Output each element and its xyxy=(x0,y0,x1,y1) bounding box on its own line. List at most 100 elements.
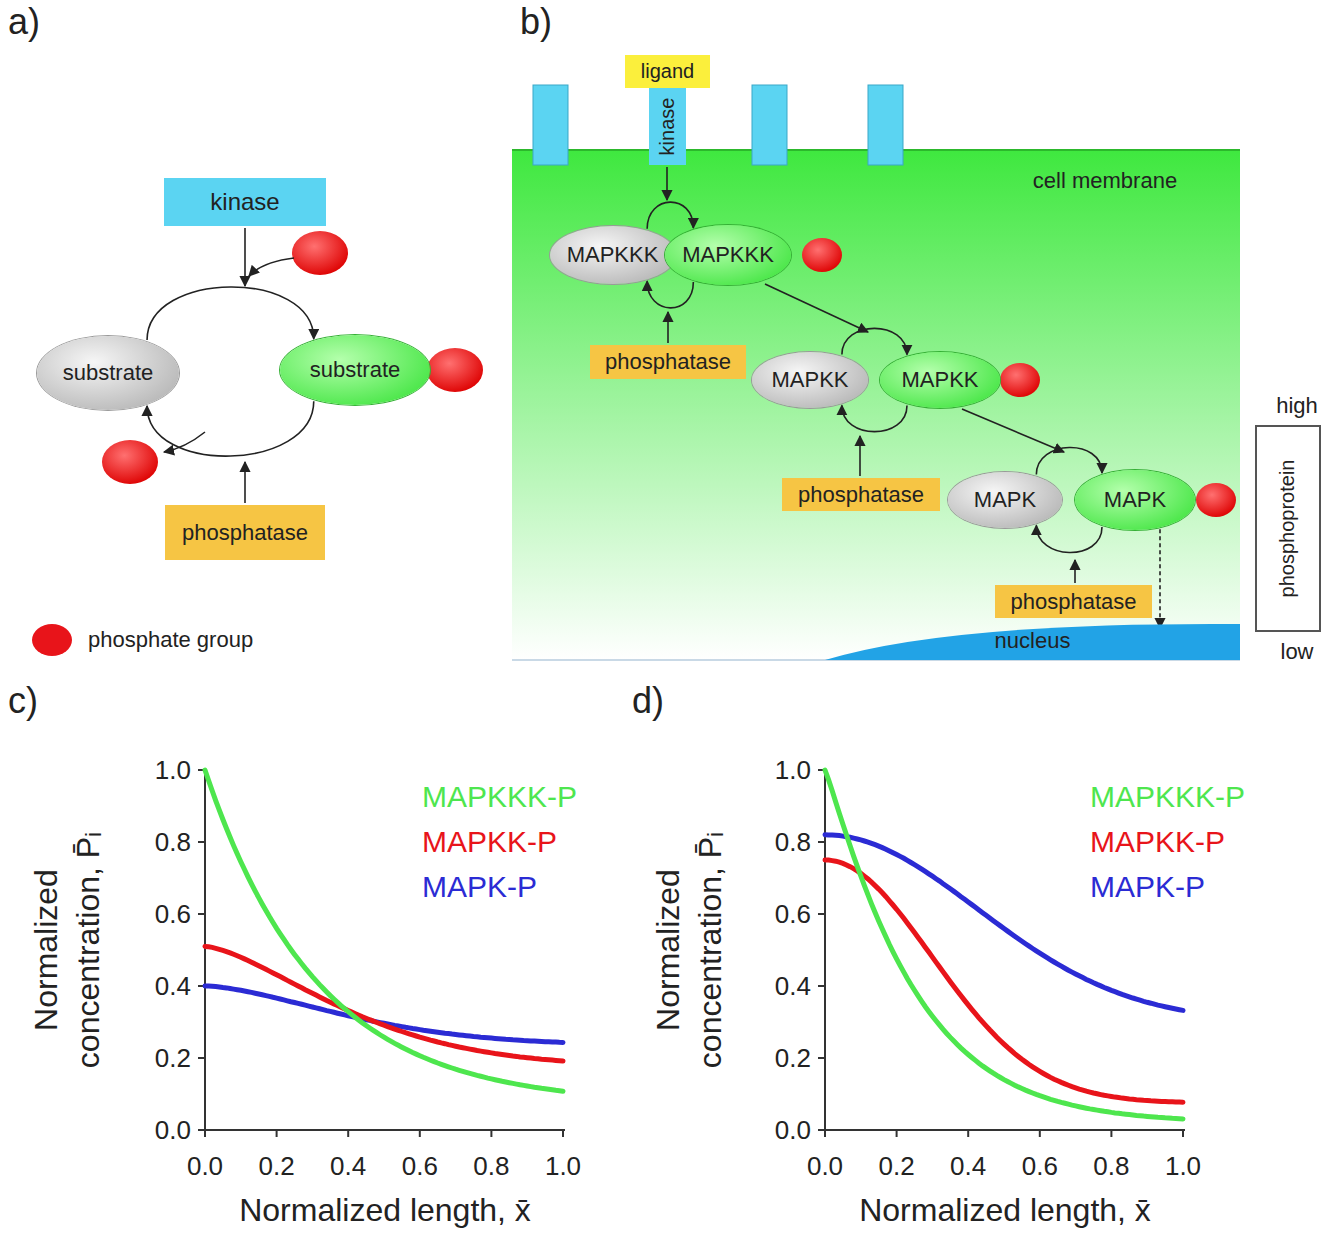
node-text: nucleus xyxy=(995,628,1071,654)
tick-label: 0.8 xyxy=(155,829,191,855)
axis-title: Normalized xyxy=(652,869,684,1031)
activation-arrow xyxy=(765,284,868,332)
phosphate-arrow xyxy=(249,258,294,276)
node-text: MAPKKK xyxy=(567,242,659,268)
region-label: cell membrane xyxy=(1033,170,1177,192)
tick-label: 0.0 xyxy=(155,1117,191,1143)
cycle-arrow xyxy=(1036,448,1102,475)
cell-body xyxy=(512,150,1240,660)
phosphatase-box: phosphatase xyxy=(995,585,1152,618)
protein-ellipse: MAPK xyxy=(948,472,1062,528)
protein-ellipse: MAPKK xyxy=(752,352,868,408)
panel-letter: b) xyxy=(520,4,552,40)
receptor-kinase: kinase xyxy=(649,88,686,165)
x-axis xyxy=(825,1129,1185,1131)
tick-label: 0.6 xyxy=(775,901,811,927)
translocation-arrow xyxy=(1159,529,1161,628)
phosphate-group xyxy=(427,348,483,392)
legend-entry: MAPKK-P xyxy=(422,827,557,857)
phosphatase-arrow xyxy=(667,312,669,343)
tick-label: 0.0 xyxy=(187,1153,223,1179)
node-text: substrate xyxy=(63,360,154,386)
cycle-arrow xyxy=(842,328,907,354)
phosphate-group xyxy=(1000,363,1040,397)
node-text: MAPK xyxy=(1104,487,1166,513)
receptor xyxy=(533,85,568,165)
axis-title: concentration, P̄ᵢ xyxy=(694,832,726,1068)
panel-letter: a) xyxy=(8,4,40,40)
node-text: MAPK xyxy=(974,487,1036,513)
data-curve xyxy=(825,770,1183,1119)
legend-text: MAPK-P xyxy=(422,870,537,903)
axis-title: Normalized xyxy=(30,869,62,1031)
cycle-arrow xyxy=(1036,525,1102,552)
tick xyxy=(818,1057,825,1059)
cycle-arrow xyxy=(647,202,693,229)
phosphate-group xyxy=(292,231,348,275)
phospho-protein-ellipse: MAPK xyxy=(1075,470,1195,530)
y-axis xyxy=(204,768,206,1130)
axis-title: Normalized length, x̄ xyxy=(239,1194,531,1226)
node-text: phosphoprotein xyxy=(1277,460,1300,598)
receptor xyxy=(868,85,903,165)
node-text: phosphatase xyxy=(605,349,731,375)
tick-label: 1.0 xyxy=(1165,1153,1201,1179)
y-axis xyxy=(824,768,826,1130)
tick xyxy=(490,1130,492,1137)
receptor xyxy=(752,85,787,165)
phosphatase-box: phosphatase xyxy=(590,345,746,379)
tick xyxy=(1039,1130,1041,1137)
legend-text: MAPKKK-P xyxy=(422,780,577,813)
tick-label: 0.8 xyxy=(1093,1153,1129,1179)
ligand-box: ligand xyxy=(625,55,710,88)
scale-label: high xyxy=(1276,395,1318,417)
cycle-arrow xyxy=(147,287,314,340)
tick xyxy=(896,1130,898,1137)
tick xyxy=(818,841,825,843)
phospho-substrate-ellipse: substrate xyxy=(280,335,430,405)
tick-label: 1.0 xyxy=(775,757,811,783)
legend-entry: MAPK-P xyxy=(422,872,537,902)
phospho-protein-ellipse: MAPKK xyxy=(880,352,1000,408)
tick-label: 1.0 xyxy=(545,1153,581,1179)
tick xyxy=(818,1129,825,1131)
tick-label: 0.4 xyxy=(950,1153,986,1179)
tick-label: 0.4 xyxy=(775,973,811,999)
node-text: MAPKK xyxy=(771,367,848,393)
legend-text: phosphate group xyxy=(88,627,253,652)
data-curve xyxy=(205,986,563,1042)
tick xyxy=(198,1057,205,1059)
phosphatase-box: phosphatase xyxy=(782,478,940,511)
tick-label: 0.6 xyxy=(155,901,191,927)
tick xyxy=(204,1130,206,1137)
legend-text: MAPK-P xyxy=(1090,870,1205,903)
tick-label: 0.6 xyxy=(402,1153,438,1179)
tick xyxy=(1182,1130,1184,1137)
panel-letter: d) xyxy=(632,683,664,719)
x-axis xyxy=(205,1129,565,1131)
colorbar: phosphoprotein xyxy=(1255,425,1321,632)
tick-label: 0.2 xyxy=(775,1045,811,1071)
nucleus-fill xyxy=(825,624,1240,660)
tick xyxy=(347,1130,349,1137)
tick xyxy=(1110,1130,1112,1137)
legend-entry: MAPK-P xyxy=(1090,872,1205,902)
tick xyxy=(818,985,825,987)
tick xyxy=(198,1129,205,1131)
node-text: phosphatase xyxy=(798,482,924,508)
node-text: ligand xyxy=(641,60,694,83)
kinase-box: kinase xyxy=(164,178,326,226)
substrate-ellipse: substrate xyxy=(37,336,179,410)
data-curve xyxy=(205,770,563,1091)
tick xyxy=(818,913,825,915)
tick xyxy=(967,1130,969,1137)
phosphatase-box: phosphatase xyxy=(165,505,325,560)
node-text: MAPKK xyxy=(901,367,978,393)
phosphatase-arrow xyxy=(244,462,246,503)
legend-entry: MAPKK-P xyxy=(1090,827,1225,857)
tick-label: 0.8 xyxy=(473,1153,509,1179)
legend-text: MAPKKK-P xyxy=(1090,780,1245,813)
cycle-arrow xyxy=(147,401,314,456)
legend-entry: MAPKKK-P xyxy=(1090,782,1245,812)
node-text: phosphatase xyxy=(1011,589,1137,615)
